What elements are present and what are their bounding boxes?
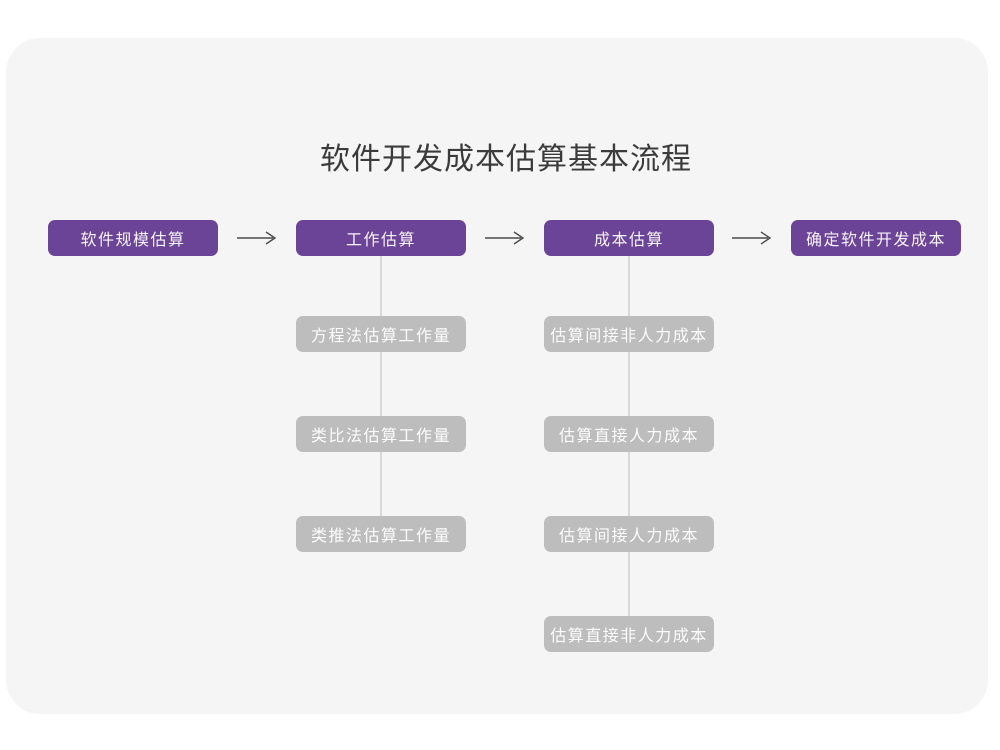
sub-node-indirect-non-labor-cost: 估算间接非人力成本 (544, 316, 714, 352)
flow-node-software-scale-estimation: 软件规模估算 (48, 220, 218, 256)
sub-node-label: 方程法估算工作量 (310, 328, 451, 345)
arrow-right-icon (484, 230, 528, 246)
flow-node-label: 软件规模估算 (80, 232, 186, 249)
flow-node-label: 工作估算 (345, 232, 416, 249)
flow-node-label: 确定软件开发成本 (805, 232, 946, 249)
sub-node-equation-method: 方程法估算工作量 (296, 316, 466, 352)
sub-node-direct-labor-cost: 估算直接人力成本 (544, 416, 714, 452)
flow-node-work-estimation: 工作估算 (296, 220, 466, 256)
flow-node-determine-development-cost: 确定软件开发成本 (791, 220, 961, 256)
arrow-right-icon (731, 230, 775, 246)
sub-node-label: 类比法估算工作量 (310, 428, 451, 445)
sub-node-extrapolation-method: 类推法估算工作量 (296, 516, 466, 552)
connector-line-work-estimation (380, 256, 382, 516)
flow-node-label: 成本估算 (593, 232, 664, 249)
sub-node-label: 估算直接非人力成本 (550, 628, 708, 645)
sub-node-label: 估算间接人力成本 (558, 528, 699, 545)
sub-node-direct-non-labor-cost: 估算直接非人力成本 (544, 616, 714, 652)
sub-node-label: 估算直接人力成本 (558, 428, 699, 445)
sub-node-label: 类推法估算工作量 (310, 528, 451, 545)
sub-node-indirect-labor-cost: 估算间接人力成本 (544, 516, 714, 552)
sub-node-label: 估算间接非人力成本 (550, 328, 708, 345)
flow-node-cost-estimation: 成本估算 (544, 220, 714, 256)
diagram-canvas: 软件开发成本估算基本流程 软件规模估算 工作估算 成本估算 确定软件开发成本 (6, 38, 988, 714)
sub-node-analogy-method: 类比法估算工作量 (296, 416, 466, 452)
arrow-right-icon (236, 230, 280, 246)
diagram-title: 软件开发成本估算基本流程 (320, 143, 692, 176)
